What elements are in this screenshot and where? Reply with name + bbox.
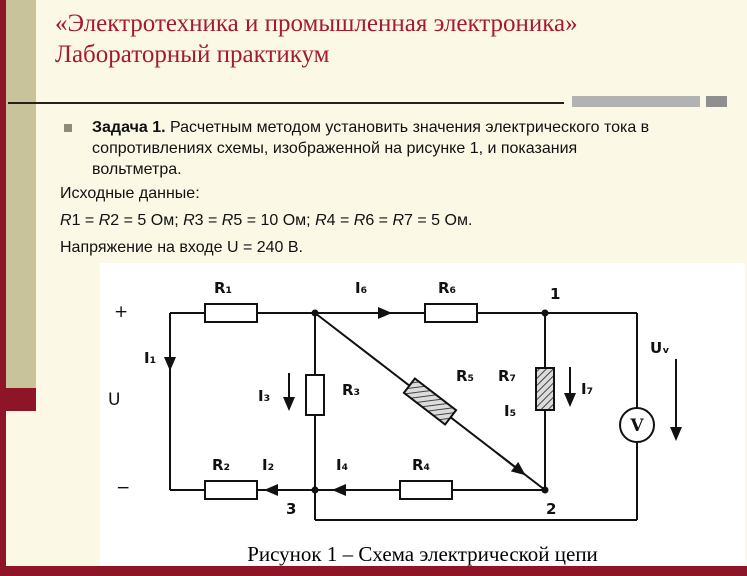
divider-line — [8, 102, 564, 104]
figure-caption: Рисунок 1 – Схема электрической цепи — [247, 542, 598, 566]
divider-bar-long — [572, 96, 700, 107]
given-heading: Исходные данные: — [60, 185, 200, 202]
task-paragraph: Задача 1. Расчетным методом установить з… — [92, 117, 649, 180]
left-band-accent-square — [0, 388, 36, 411]
resistor-r6 — [424, 303, 478, 323]
voltmeter — [619, 407, 655, 443]
label-i5: I₅ — [504, 402, 516, 420]
resistor-r4 — [399, 480, 453, 500]
label-minus: − — [116, 478, 130, 498]
label-i6: I₆ — [355, 279, 367, 297]
label-plus: + — [114, 302, 128, 322]
title-line-2: Лабораторный практикум — [55, 41, 330, 68]
label-node-2: 2 — [546, 500, 556, 518]
circuit-labels: R₁ I₆ R₆ 1 + U − I₁ I₃ R₃ R₅ R₇ I₅ I₇ R₂… — [108, 279, 670, 518]
resistor-r7 — [535, 367, 555, 411]
given-voltage: Напряжение на входе U = 240 В. — [60, 239, 303, 256]
task-line-1: Задача 1. Расчетным методом установить з… — [92, 117, 649, 138]
given-resistances: R1 = R2 = 5 Ом; R3 = R5 = 10 Ом; R4 = R6… — [60, 212, 473, 229]
label-i3: I₃ — [258, 387, 270, 405]
label-i1: I₁ — [144, 349, 156, 367]
label-u-source: U — [108, 390, 120, 410]
junction-node-3 — [311, 486, 319, 494]
label-r5: R₅ — [456, 367, 474, 385]
label-i4: I₄ — [336, 456, 348, 474]
given-block: Исходные данные: R1 = R2 = 5 Ом; R3 = R5… — [60, 180, 472, 261]
left-accent-stripe — [0, 0, 6, 576]
label-i7: I₇ — [581, 380, 593, 398]
label-node-1: 1 — [550, 285, 560, 303]
current-arrow-i5 — [496, 452, 526, 476]
label-uv: Uᵥ — [650, 339, 670, 357]
label-r2: R₂ — [212, 456, 230, 474]
junction-dots — [311, 309, 549, 494]
label-node-3: 3 — [286, 500, 296, 518]
junction-node-2 — [541, 486, 549, 494]
label-i2: I₂ — [262, 456, 274, 474]
title-line-1: «Электротехника и промышленная электрони… — [55, 10, 578, 37]
task-line-3: вольтметра. — [92, 161, 182, 178]
bullet-marker — [64, 124, 72, 132]
left-band — [6, 0, 36, 388]
junction-node-1 — [541, 309, 549, 317]
bottom-accent-bar — [0, 566, 747, 576]
circuit-diagram: V R₁ I₆ R₆ 1 + U − I₁ I₃ R₃ R₅ R₇ I₅ I₇ … — [108, 279, 682, 521]
task-text-1: Расчетным методом установить значения эл… — [165, 119, 650, 136]
figure-panel: V R₁ I₆ R₆ 1 + U − I₁ I₃ R₃ R₅ R₇ I₅ I₇ … — [100, 263, 745, 566]
label-r3: R₃ — [342, 381, 360, 399]
slide-title: «Электротехника и промышленная электрони… — [55, 8, 578, 70]
label-r6: R₆ — [438, 279, 456, 297]
resistor-r3 — [305, 374, 325, 416]
label-r4: R₄ — [412, 456, 430, 474]
label-r1: R₁ — [214, 279, 232, 297]
resistor-r2 — [204, 480, 258, 500]
label-r7: R₇ — [498, 367, 516, 385]
divider-bar-short — [706, 96, 727, 107]
task-line-2: сопротивлениях схемы, изображенной на ри… — [92, 140, 578, 157]
resistors — [204, 303, 555, 500]
task-label: Задача 1. — [92, 119, 166, 136]
resistor-r1 — [204, 303, 258, 323]
current-arrows — [164, 307, 682, 496]
junction-top-middle — [311, 309, 319, 317]
resistor-r5 — [402, 377, 458, 426]
voltmeter-label: V — [629, 416, 644, 436]
